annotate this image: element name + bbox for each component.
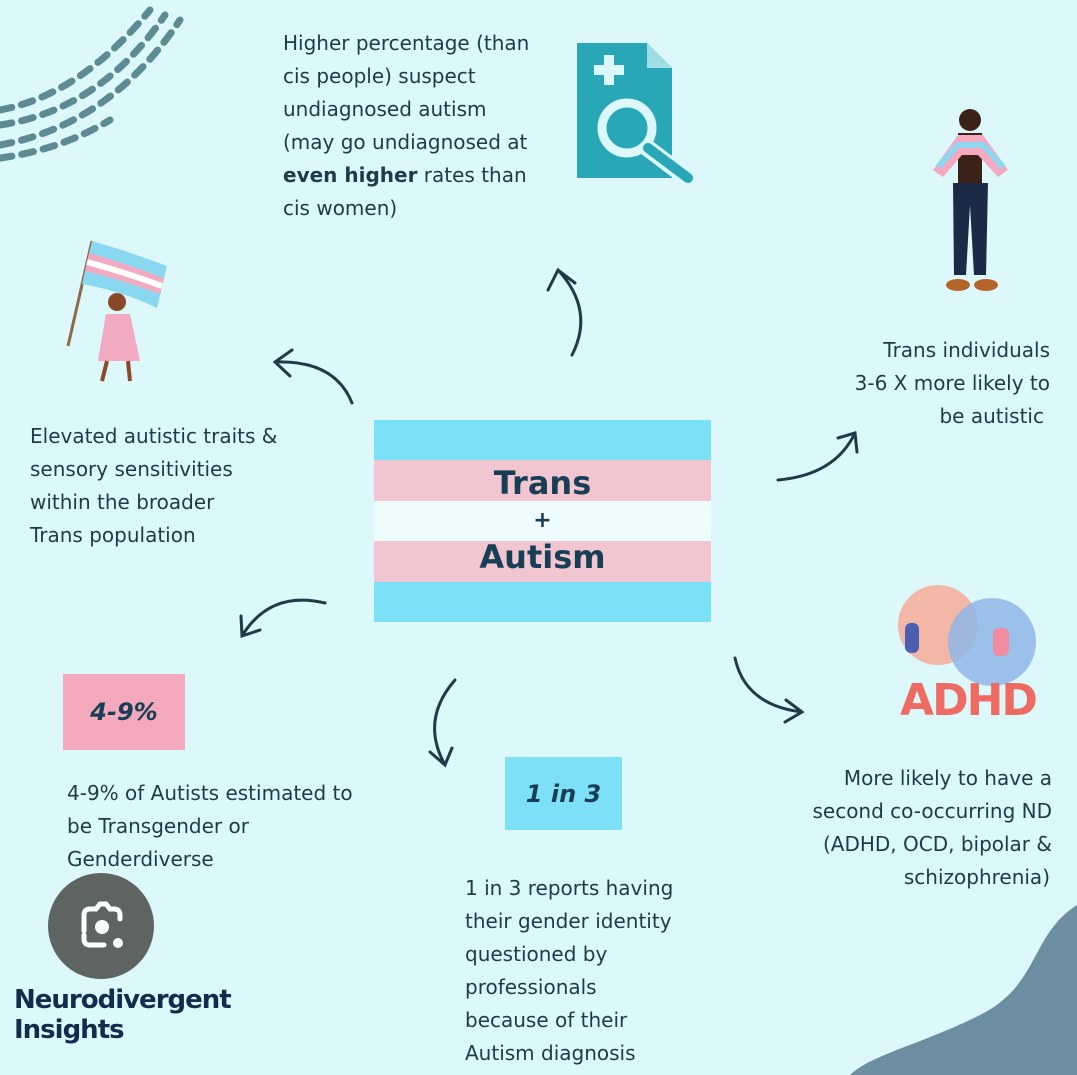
- image-search-lens-button[interactable]: [48, 873, 154, 979]
- arrow-down-right: [733, 656, 805, 724]
- text-line: their gender identity: [465, 909, 672, 933]
- logo-line: Neurodivergent: [14, 985, 232, 1015]
- stat-badge-1-in-3: 1 in 3: [505, 757, 622, 830]
- text-line: Higher percentage (than: [283, 31, 530, 55]
- text-line: More likely to have a: [843, 766, 1052, 790]
- text-line: be autistic: [939, 404, 1044, 428]
- text-line: schizophrenia): [903, 865, 1050, 889]
- text-line: sensory sensitivities: [30, 457, 233, 481]
- bold-text: even higher: [283, 163, 418, 187]
- undiagnosed-autism-text: Higher percentage (than cis people) susp…: [283, 27, 573, 225]
- medical-document-search-icon: [577, 43, 696, 185]
- text-line: professionals: [465, 975, 597, 999]
- autistic-likelihood-text: Trans individuals 3-6 X more likely to b…: [760, 334, 1050, 433]
- text-line: Trans individuals: [883, 338, 1050, 362]
- text-line: second co-occurring ND: [812, 799, 1052, 823]
- elevated-traits-text: Elevated autistic traits & sensory sensi…: [30, 420, 360, 552]
- text-line: 1 in 3 reports having: [465, 876, 674, 900]
- arrow-up-right: [776, 431, 859, 482]
- decorative-blob: [850, 905, 1077, 1075]
- gender-identity-questioned-text: 1 in 3 reports having their gender ident…: [465, 872, 725, 1070]
- adhd-label: ADHD: [900, 675, 1038, 726]
- autists-transgender-text: 4-9% of Autists estimated to be Transgen…: [67, 777, 407, 876]
- text-line: undiagnosed autism: [283, 97, 487, 121]
- camera-lens-icon: [81, 901, 123, 948]
- arrow-up: [546, 267, 583, 357]
- neurodivergent-insights-logo: Neurodivergent Insights: [14, 985, 232, 1045]
- trans-flag-title-card: Trans + Autism: [374, 420, 711, 622]
- title-plus: +: [533, 508, 552, 533]
- text-line: 3-6 X more likely to: [854, 371, 1050, 395]
- stat-badge-4-9-percent: 4-9%: [63, 674, 185, 750]
- co-occurring-nd-text: More likely to have a second co-occurrin…: [740, 762, 1052, 894]
- arrow-up-left: [272, 348, 354, 405]
- text-line: be Transgender or: [67, 814, 249, 838]
- text-line: cis people) suspect: [283, 64, 476, 88]
- text: rates than: [417, 163, 527, 187]
- text-line: because of their: [465, 1008, 628, 1032]
- text-line: Elevated autistic traits &: [30, 424, 278, 448]
- text-line: even higher rates than: [283, 159, 573, 192]
- text-line: within the broader: [30, 490, 215, 514]
- text-line: 4-9% of Autists estimated to: [67, 781, 353, 805]
- text-line: questioned by: [465, 942, 608, 966]
- text-line: Autism diagnosis: [465, 1041, 636, 1065]
- logo-line: Insights: [14, 1015, 125, 1045]
- arrow-down: [428, 678, 457, 768]
- text-line: Genderdiverse: [67, 847, 214, 871]
- flag-bearer-illustration: [66, 240, 167, 382]
- text-line: (ADHD, OCD, bipolar &: [822, 832, 1052, 856]
- arrow-down-left: [239, 598, 327, 639]
- text-line: cis women): [283, 196, 398, 220]
- badge-text: 4-9%: [90, 698, 158, 726]
- badge-text: 1 in 3: [525, 779, 602, 808]
- text-line: (may go undiagnosed at: [283, 130, 528, 154]
- decorative-dashes: [0, 6, 184, 162]
- text-line: Trans population: [30, 523, 196, 547]
- title-autism: Autism: [479, 538, 606, 576]
- title-trans: Trans: [493, 464, 592, 502]
- adhd-illustration: ADHD: [893, 583, 1043, 728]
- trans-person-illustration: [933, 109, 1008, 291]
